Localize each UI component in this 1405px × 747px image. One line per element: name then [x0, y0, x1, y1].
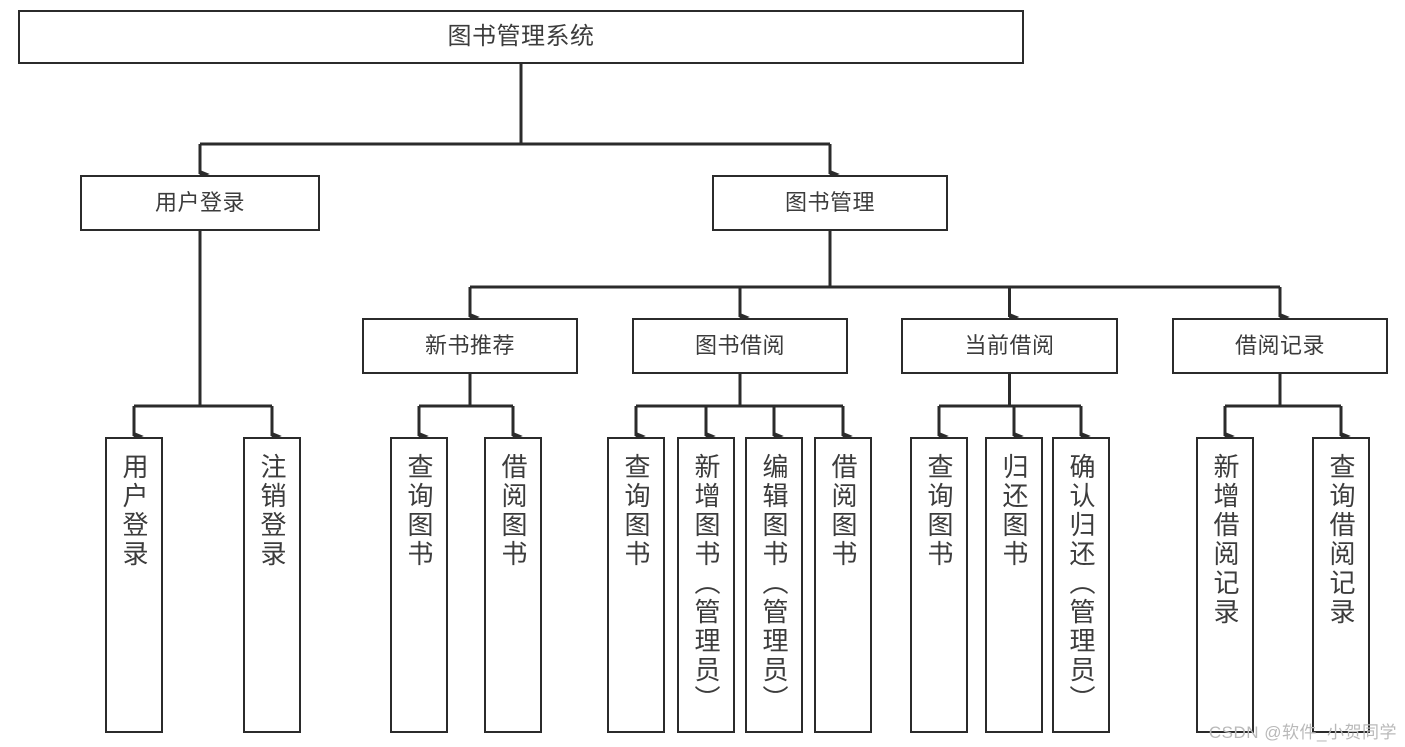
node-leaf-logout[interactable]: 注销登录 — [243, 437, 301, 733]
node-label: 当前借阅 — [964, 332, 1055, 358]
node-label: 图书借阅 — [694, 332, 785, 358]
node-label: 确认归还（管理员） — [1066, 453, 1096, 714]
node-label: 查询图书 — [924, 453, 954, 569]
node-label: 用户登录 — [119, 453, 149, 569]
node-leaf-query-book-1[interactable]: 查询图书 — [390, 437, 448, 733]
node-label: 编辑图书（管理员） — [759, 453, 789, 714]
node-leaf-query-book-2[interactable]: 查询图书 — [607, 437, 665, 733]
node-root[interactable]: 图书管理系统 — [18, 10, 1024, 64]
node-label: 查询图书 — [404, 453, 434, 569]
node-leaf-add-record[interactable]: 新增借阅记录 — [1196, 437, 1254, 733]
node-label: 新书推荐 — [424, 332, 515, 358]
node-leaf-add-book[interactable]: 新增图书（管理员） — [677, 437, 735, 733]
node-book-manage[interactable]: 图书管理 — [712, 175, 948, 231]
node-leaf-edit-book[interactable]: 编辑图书（管理员） — [745, 437, 803, 733]
node-label: 新增借阅记录 — [1210, 453, 1240, 627]
node-label: 借阅记录 — [1234, 332, 1325, 358]
edge-paths — [132, 64, 1351, 441]
node-label: 查询借阅记录 — [1326, 453, 1356, 627]
node-leaf-return-book[interactable]: 归还图书 — [985, 437, 1043, 733]
node-label: 新增图书（管理员） — [691, 453, 721, 714]
node-label: 用户登录 — [154, 189, 245, 215]
node-user-login[interactable]: 用户登录 — [80, 175, 320, 231]
node-leaf-user-login[interactable]: 用户登录 — [105, 437, 163, 733]
node-leaf-query-book-3[interactable]: 查询图书 — [910, 437, 968, 733]
node-leaf-confirm-return[interactable]: 确认归还（管理员） — [1052, 437, 1110, 733]
node-leaf-borrow-book-2[interactable]: 借阅图书 — [814, 437, 872, 733]
node-borrow-record[interactable]: 借阅记录 — [1172, 318, 1388, 374]
node-leaf-query-record[interactable]: 查询借阅记录 — [1312, 437, 1370, 733]
node-label: 图书管理 — [784, 189, 875, 215]
node-current-borrow[interactable]: 当前借阅 — [901, 318, 1118, 374]
node-new-book-rec[interactable]: 新书推荐 — [362, 318, 578, 374]
node-label: 图书管理系统 — [447, 22, 595, 50]
node-label: 借阅图书 — [498, 453, 528, 569]
node-leaf-borrow-book-1[interactable]: 借阅图书 — [484, 437, 542, 733]
node-label: 借阅图书 — [828, 453, 858, 569]
node-label: 查询图书 — [621, 453, 651, 569]
node-book-borrow[interactable]: 图书借阅 — [632, 318, 848, 374]
node-label: 归还图书 — [999, 453, 1029, 569]
node-label: 注销登录 — [257, 453, 287, 569]
